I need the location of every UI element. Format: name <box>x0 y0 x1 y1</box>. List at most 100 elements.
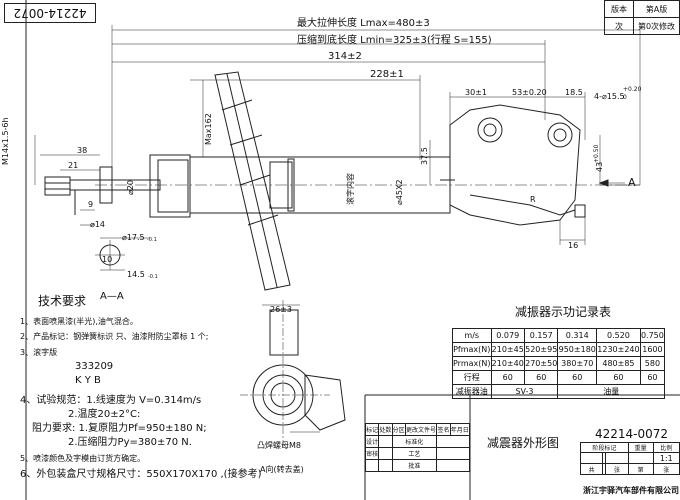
cell: 210±45 <box>490 342 525 357</box>
radius-label: R <box>530 195 536 204</box>
scale-value: 1:1 <box>652 452 680 464</box>
tech-item-5: K Y B <box>75 375 101 386</box>
tb-label: 设计 <box>364 435 380 448</box>
hole-tol2: 0 <box>623 94 627 101</box>
table-row: m/s 0.079 0.157 0.314 0.520 0.750 <box>452 328 666 343</box>
tech-title: 技术要求 <box>38 294 87 308</box>
tb-label: 张 <box>652 463 680 475</box>
cell: 60 <box>557 370 598 385</box>
section-label: A—A <box>100 291 124 302</box>
cell: 0.157 <box>523 328 559 343</box>
tb-label: 阶段标记 <box>580 442 629 453</box>
tb-label: 重量 <box>627 442 654 453</box>
thread-spec: M14x1.5-6h <box>1 117 10 165</box>
hole-tol: +0.20 <box>623 86 642 93</box>
table-row: 减振器油 SV-3 油量 <box>452 384 665 399</box>
cell: 减振器油 <box>452 384 492 399</box>
dim-314: 314±2 <box>328 51 362 62</box>
cell: 580 <box>639 356 666 371</box>
cell: 1600 <box>639 342 666 357</box>
dim-20: ⌀20 <box>126 180 135 195</box>
dim-38: 38 <box>77 146 88 155</box>
dim-185: 18.5 <box>565 88 583 97</box>
dim-45: ⌀45X2 <box>395 179 404 205</box>
dim-9: 9 <box>88 200 94 209</box>
tb-label: 比例 <box>652 442 680 453</box>
tb-label: 签名 <box>436 423 451 436</box>
max162: Max162 <box>204 113 213 145</box>
screw-label: 凸焊螺母M8 <box>257 441 301 450</box>
title-block-grid: 标记处数分区更改文件号签名年月日 设计标准化 审核工艺 批准 <box>364 423 471 472</box>
dim-175-tol: -0.1 <box>147 237 157 243</box>
revision-table: 版本第A版 次第0次修改 <box>604 0 680 35</box>
table-row: Prmax(N) 210±40 270±50 380±70 480±85 580 <box>452 356 666 371</box>
dim-145: 14.5 <box>127 270 145 279</box>
cell: 520±95 <box>523 342 559 357</box>
spring-seat <box>214 71 291 291</box>
cell: SV-3 <box>490 384 559 399</box>
table-row: Pfmax(N) 210±45 520±95 950±180 1230±240 … <box>452 342 666 357</box>
tech-item-8: 阻力要求: 1.复原阻力Pf=950±180 N; <box>32 423 207 434</box>
dim-43-tol: +0.50 <box>593 144 600 163</box>
cell: 380±70 <box>557 356 598 371</box>
mount-hole-2 <box>547 122 573 148</box>
dim-375: 37.5 <box>420 147 429 165</box>
tech-item-10: 5、喷漆颜色及字模由订货方确定。 <box>20 454 146 463</box>
tech-item-2: 2、产品标记：钢弹簧标识 只、油漆附防尘罩标 1 个; <box>20 332 209 341</box>
piston-rod <box>69 179 161 191</box>
tb-label: 分区 <box>391 423 406 436</box>
cell: 270±50 <box>523 356 559 371</box>
drawing-number-rotated: 42214-0072 <box>4 3 96 23</box>
dim-228: 228±1 <box>370 69 404 80</box>
drawing-name: 减震器外形图 <box>487 436 560 450</box>
dust-cover <box>149 154 191 218</box>
view-a-label: A向(转去盖) <box>260 465 304 474</box>
cell: 行程 <box>452 370 492 385</box>
cell: 60 <box>523 370 559 385</box>
tech-item-3: 3、滚字版 <box>20 348 58 357</box>
mod-value: 第0次修改 <box>633 17 680 35</box>
cell: 0.750 <box>639 328 666 343</box>
dim-43: 43 <box>595 161 604 172</box>
cell: 0.079 <box>490 328 525 343</box>
cell: m/s <box>452 328 492 343</box>
tech-item-7: 2.温度20±2°C: <box>68 409 141 420</box>
table-row: 行程 60 60 60 60 60 <box>452 370 666 385</box>
tb-label: 第 <box>627 463 654 475</box>
dim-53: 53±0.20 <box>512 88 547 97</box>
tb-label: 标准化 <box>391 435 438 448</box>
tb-label: 共 <box>579 463 604 475</box>
dim-14: ⌀14 <box>90 220 105 229</box>
tb-label: 处数 <box>378 423 393 436</box>
dim-10: 10 <box>102 255 113 264</box>
a-arrow-label: A <box>628 176 636 189</box>
cell: 950±180 <box>557 342 598 357</box>
company-name: 浙江宇驿汽车部件有限公司 <box>583 486 679 495</box>
perf-title: 减振器示功记录表 <box>515 305 612 319</box>
cell: 60 <box>490 370 525 385</box>
cell: 0.520 <box>596 328 641 343</box>
stage-table: 阶段标记重量比例 1:1 共张第张 <box>579 442 680 475</box>
cell: 480±85 <box>596 356 641 371</box>
tech-item-6: 4、试验规范：1.线速度为 V=0.314m/s <box>20 395 202 406</box>
tech-item-9: 2.压缩阻力Py=380±70 N. <box>68 437 192 448</box>
knuckle-bracket <box>449 104 581 226</box>
view-a-bracket <box>269 309 299 356</box>
dim-16: 16 <box>568 241 579 250</box>
tb-label: 张 <box>605 463 629 475</box>
tb-label: 批准 <box>391 459 438 472</box>
tb-label: 更改文件号 <box>404 423 438 436</box>
dim-145-tol: -0.1 <box>148 274 158 280</box>
cell: 油量 <box>557 384 665 399</box>
rev-header: 版本 <box>604 0 634 18</box>
dim-175: ⌀17.5 <box>122 233 145 242</box>
tech-item-11: 6、外包装盒尺寸规格尺寸：550X170X170 ,(接参考) <box>20 469 262 480</box>
lmin-label: 压缩到底长度 Lmin=325±3(行程 S=155) <box>297 35 492 46</box>
hole-spec: 4-⌀15.5 <box>594 92 625 101</box>
cell: Prmax(N) <box>452 356 492 371</box>
tb-label: 审核 <box>364 447 380 460</box>
tb-label: 年月日 <box>449 423 471 436</box>
tb-label: 标记 <box>364 423 380 436</box>
drawing-number: 42214-0072 <box>595 427 669 441</box>
cell: 210±40 <box>490 356 525 371</box>
